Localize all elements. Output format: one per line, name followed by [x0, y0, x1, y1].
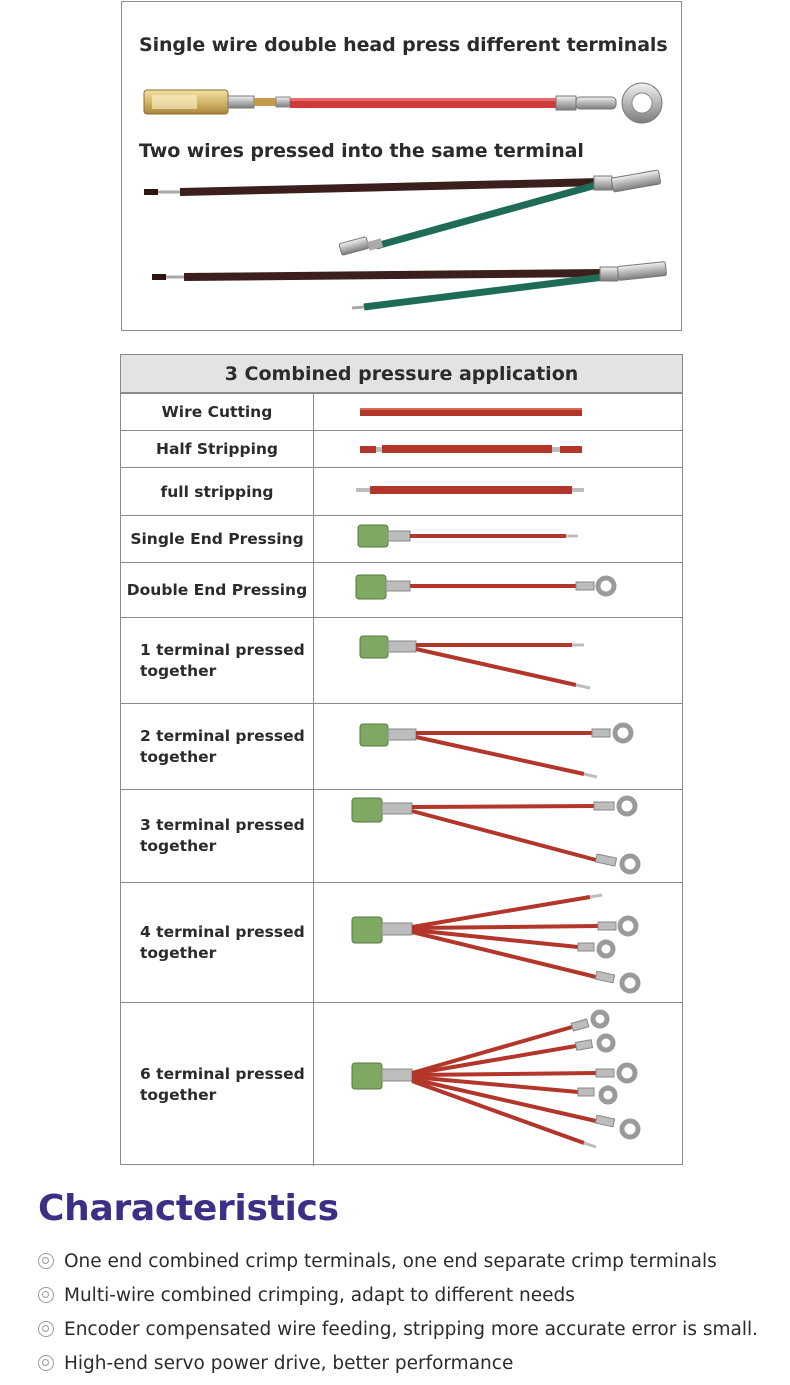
application-table: 3 Combined pressure application Wire Cut…	[120, 354, 683, 1166]
two-wire-same-terminal-figure-a	[144, 169, 662, 256]
table-row: 1 terminal pressed together	[121, 617, 682, 703]
row-label: 2 terminal pressed together	[140, 726, 305, 766]
table-row: Half Stripping	[121, 430, 682, 467]
row-label: full stripping	[160, 482, 274, 501]
double-end-pressing-figure	[313, 563, 682, 617]
single-wire-double-head-figure	[143, 82, 663, 124]
list-item: One end combined crimp terminals, one en…	[38, 1244, 758, 1278]
wire-examples-panel: Single wire double head press different …	[121, 1, 682, 331]
characteristics-title: Characteristics	[38, 1188, 339, 1229]
half-stripping-figure	[313, 431, 682, 467]
characteristic-text: One end combined crimp terminals, one en…	[64, 1250, 717, 1272]
one-terminal-pressed-figure	[313, 618, 682, 703]
three-terminal-pressed-figure	[313, 790, 682, 882]
row-label: 1 terminal pressed together	[140, 640, 305, 680]
table-row: full stripping	[121, 467, 682, 515]
characteristics-list: One end combined crimp terminals, one en…	[38, 1244, 758, 1380]
circle-bullet-icon	[38, 1355, 54, 1371]
two-wire-same-terminal-figure-b	[152, 261, 667, 311]
row-label: Double End Pressing	[126, 581, 308, 599]
single-end-pressing-figure	[313, 516, 682, 562]
characteristic-text: High-end servo power drive, better perfo…	[64, 1352, 514, 1374]
table-title: 3 Combined pressure application	[121, 355, 682, 393]
table-row: 2 terminal pressed together	[121, 703, 682, 789]
table-row: Wire Cutting	[121, 393, 682, 430]
row-label: 4 terminal pressed together	[140, 922, 305, 962]
full-stripping-figure	[313, 468, 682, 515]
four-terminal-pressed-figure	[313, 883, 682, 1002]
list-item: High-end servo power drive, better perfo…	[38, 1346, 758, 1380]
circle-bullet-icon	[38, 1253, 54, 1269]
table-row: Single End Pressing	[121, 515, 682, 562]
wire-cutting-figure	[313, 394, 682, 430]
table-row: Double End Pressing	[121, 562, 682, 617]
characteristic-text: Encoder compensated wire feeding, stripp…	[64, 1318, 758, 1340]
row-label: Wire Cutting	[161, 403, 273, 421]
list-item: Multi-wire combined crimping, adapt to d…	[38, 1278, 758, 1312]
table-row: 4 terminal pressed together	[121, 882, 682, 1002]
circle-bullet-icon	[38, 1321, 54, 1337]
table-row: 3 terminal pressed together	[121, 789, 682, 882]
two-terminal-pressed-figure	[313, 704, 682, 789]
row-label: 6 terminal pressed together	[140, 1064, 305, 1104]
circle-bullet-icon	[38, 1287, 54, 1303]
two-wire-heading: Two wires pressed into the same terminal	[139, 140, 584, 162]
characteristic-text: Multi-wire combined crimping, adapt to d…	[64, 1284, 575, 1306]
six-terminal-pressed-figure	[313, 1003, 682, 1166]
single-wire-heading: Single wire double head press different …	[139, 34, 668, 56]
row-label: Single End Pressing	[130, 530, 304, 548]
list-item: Encoder compensated wire feeding, stripp…	[38, 1312, 758, 1346]
table-row: 6 terminal pressed together	[121, 1002, 682, 1166]
row-label: 3 terminal pressed together	[140, 816, 305, 855]
wire-examples-illustration	[143, 82, 667, 311]
row-label: Half Stripping	[155, 440, 279, 458]
